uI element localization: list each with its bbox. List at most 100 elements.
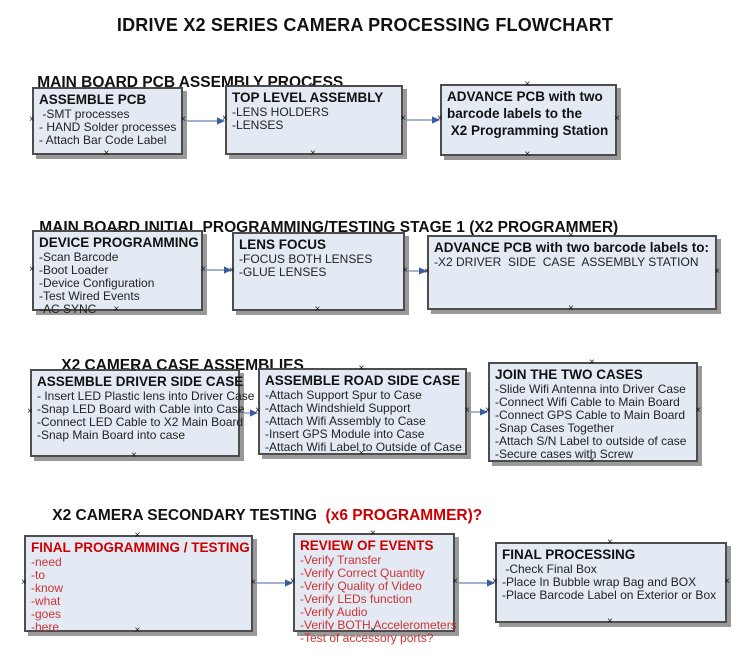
box-item: -Verify Quality of Video [300,579,422,593]
box-advance-pcb-driver-side-station: × × × × ADVANCE PCB with two barcode lab… [424,230,720,314]
box-title: JOIN THE TWO CASES [495,367,643,382]
connector-handle-icon: × [370,625,376,636]
page-title: IDRIVE X2 SERIES CAMERA PROCESSING FLOWC… [116,15,614,35]
box-line: ADVANCE PCB with two [447,89,603,104]
box-item: -Test Wired Events [39,289,140,303]
box-item: -know [31,581,64,595]
connector-handle-icon: × [714,265,720,277]
box-item: -here [31,620,60,634]
box-item: -Attach Support Spur to Case [265,388,422,402]
box-item: - Insert LED Plastic lens into Driver Ca… [37,389,255,403]
connector-handle-icon: × [103,82,110,93]
box-title: LENS FOCUS [239,237,327,252]
box-title: TOP LEVEL ASSEMBLY [232,90,384,105]
box-item: -what [31,594,61,608]
connector-handle-icon: × [250,576,256,588]
connector-handle-icon: × [524,79,531,90]
box-item: -X2 DRIVER SIDE CASE ASSEMBLY STATION [434,255,699,269]
section-heading-accent: (x6 PROGRAMMER)? [325,507,483,524]
connector-handle-icon: × [29,263,35,275]
box-item: -FOCUS BOTH LENSES [239,252,373,266]
box-item: -Place In Bubble wrap Bag and BOX [502,575,697,589]
connector-handle-icon: × [402,264,408,276]
connector-handle-icon: × [113,225,120,236]
connector-handle-icon: × [607,616,613,627]
box-final-programming-testing: × × × × FINAL PROGRAMMING / TESTING -nee… [21,530,256,636]
connector-handle-icon: × [29,114,35,125]
box-item: -Boot Loader [39,263,109,277]
box-title: DEVICE PROGRAMMING [39,235,199,250]
connector-handle-icon: × [437,113,443,124]
box-item: -Verify Transfer [300,553,382,567]
connector-handle-icon: × [200,263,206,275]
connector-handle-icon: × [724,575,730,587]
connector-handle-icon: × [310,148,316,159]
box-item: -Secure cases with Screw [495,447,634,461]
box-item: -Check Final Box [502,562,597,576]
box-item: -Test of accessory ports? [300,631,434,645]
box-item: -to [31,568,46,582]
box-title: ASSEMBLE DRIVER SIDE CASE [37,374,244,389]
box-item: -Connect Wifi Cable to Main Board [495,395,680,409]
flow-arrow [183,117,225,125]
box-title: FINAL PROGRAMMING / TESTING [31,540,250,555]
box-final-processing: × × × × FINAL PROCESSING -Check Final Bo… [492,537,730,627]
box-item: -Snap Main Board into case [37,428,186,442]
connector-handle-icon: × [229,264,235,276]
box-item: -LENS HOLDERS [232,105,329,119]
box-item: -need [31,555,62,569]
box-item: -Attach Wifi Label to Outside of Case [265,440,462,454]
connector-handle-icon: × [568,230,574,241]
box-title: ADVANCE PCB with two barcode labels to: [434,240,710,255]
flow-arrow [405,267,427,275]
box-item: -Slide Wifi Antenna into Driver Case [495,382,686,396]
connector-handle-icon: × [134,625,141,636]
box-item: -Scan Barcode [39,250,119,264]
box-assemble-driver-side-case: × × × × ASSEMBLE DRIVER SIDE CASE - Inse… [27,365,255,461]
box-line: X2 Programming Station [447,123,609,138]
connector-handle-icon: × [589,357,595,368]
connector-handle-icon: × [314,227,321,238]
box-item: -Place Barcode Label on Exterior or Box [502,588,717,602]
connector-handle-icon: × [237,406,243,417]
connector-handle-icon: × [358,448,365,459]
box-advance-pcb-programming-station: × × × × ADVANCE PCB with two barcode lab… [437,79,620,160]
flow-arrow [455,579,495,587]
box-item: -Insert GPS Module into Case [265,427,425,441]
connector-handle-icon: × [424,265,430,277]
connector-handle-icon: × [568,303,574,314]
connector-handle-icon: × [222,113,228,124]
connector-handle-icon: × [358,363,365,374]
box-item: -Device Configuration [39,276,155,290]
box-lens-focus: × × × × LENS FOCUS -FOCUS BOTH LENSES -G… [229,227,408,315]
box-item: -Attach Windshield Support [265,401,411,415]
connector-handle-icon: × [134,530,141,541]
box-item: -Verify LEDs function [300,592,413,606]
connector-handle-icon: × [524,149,531,160]
connector-handle-icon: × [21,576,27,588]
box-title: REVIEW OF EVENTS [300,538,434,553]
box-title: FINAL PROCESSING [502,547,636,562]
connector-handle-icon: × [400,113,406,124]
flow-arrow [240,409,258,417]
connector-handle-icon: × [485,405,491,416]
connector-handle-icon: × [607,537,613,548]
section-heading-secondary-testing: X2 CAMERA SECONDARY TESTING (x6 PROGRAMM… [35,489,482,543]
connector-handle-icon: × [464,404,470,416]
flow-arrow [203,266,232,274]
connector-handle-icon: × [131,450,137,461]
box-title: ASSEMBLE PCB [39,92,147,107]
box-assemble-pcb: × × × × ASSEMBLE PCB -SMT processes - HA… [29,82,186,159]
flow-arrow [253,579,293,587]
connector-handle-icon: × [614,113,620,124]
box-item: -Connect LED Cable to X2 Main Board [37,415,244,429]
connector-handle-icon: × [314,304,321,315]
box-item: - HAND Solder processes [39,120,177,134]
box-device-programming: × × × × DEVICE PROGRAMMING -Scan Barcode… [29,225,206,316]
box-item: -GLUE LENSES [239,265,327,279]
connector-handle-icon: × [452,575,458,587]
box-item: -AC SYNC [39,302,97,316]
box-item: -Snap LED Board with Cable into Case [37,402,245,416]
connector-handle-icon: × [695,405,701,416]
connector-handle-icon: × [492,575,498,587]
